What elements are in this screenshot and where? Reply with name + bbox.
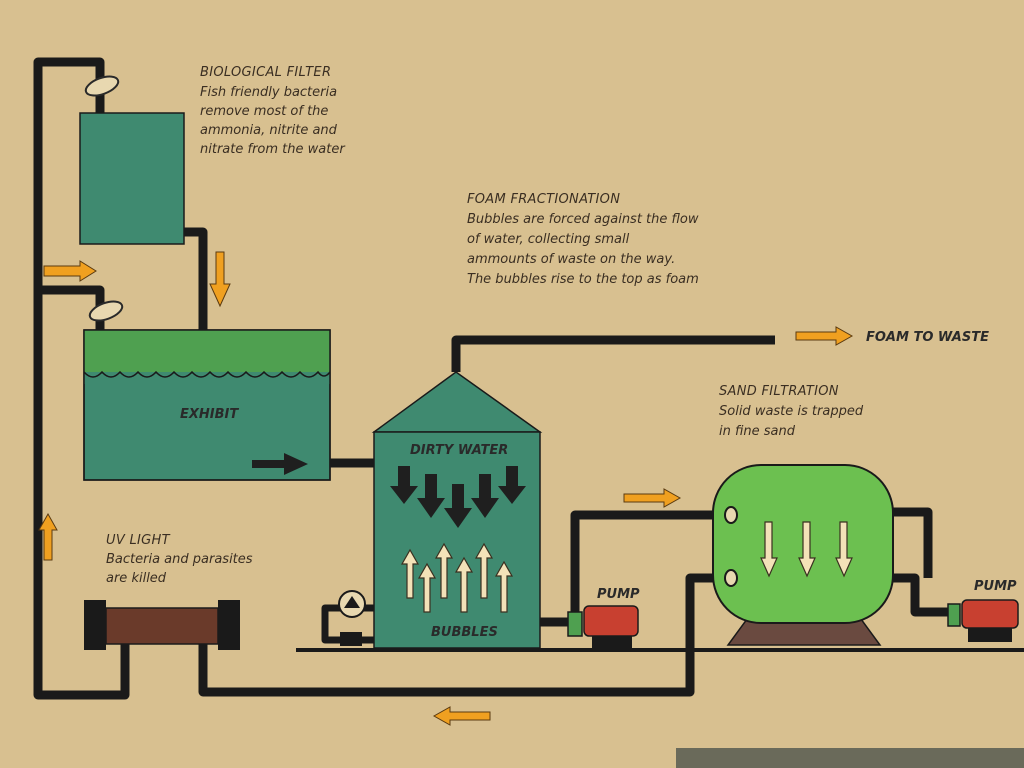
exhibit-outline [83, 329, 331, 481]
bio-filter-line: nitrate from the water [200, 142, 346, 157]
pipe-biofilter-to-exhibit [176, 227, 208, 350]
sand-filter-arrows [760, 521, 853, 578]
uv-line: Bacteria and parasites [106, 552, 253, 567]
foam-line: ammounts of waste on the way. [467, 252, 675, 267]
up-arrow-light [417, 562, 437, 613]
up-arrow-light [474, 542, 494, 599]
flow-arrow-dark [252, 453, 308, 475]
pipe-pump-to-sand [570, 510, 725, 622]
exhibit-water-top [84, 330, 330, 372]
sand-line: in fine sand [719, 424, 796, 439]
pump-icon [947, 599, 1019, 642]
water-surface-icon [84, 372, 330, 384]
flow-arrow-icon [209, 251, 231, 308]
down-arrow-light [798, 521, 816, 578]
foam-title: FOAM FRACTIONATION [467, 192, 620, 207]
valve-icon [84, 75, 120, 97]
down-arrow-dark [390, 466, 418, 504]
sand-filter-inlet [724, 506, 738, 524]
bio-filter-line: Fish friendly bacteria [200, 85, 337, 100]
dirty-water-label: DIRTY WATER [410, 443, 508, 458]
valve-icon [88, 300, 124, 322]
down-arrow-dark [498, 466, 526, 504]
up-arrow-light [400, 548, 420, 599]
pump-label-right: PUMP [974, 579, 1017, 594]
exhibit-wave-line [83, 370, 331, 378]
bubbles-label: BUBBLES [431, 625, 498, 640]
flow-arrow-icon [432, 706, 491, 726]
foam-fractionation-tank [373, 431, 541, 649]
bubble-arrows [400, 542, 514, 613]
up-arrow-light [454, 556, 474, 613]
down-arrow-dark [417, 474, 445, 518]
uv-title: UV LIGHT [106, 533, 171, 548]
sand-line: Solid waste is trapped [719, 404, 864, 419]
flow-arrow-icon [43, 260, 97, 282]
up-arrow-light [494, 560, 514, 613]
foam-line: of water, collecting small [467, 232, 630, 247]
down-arrow-dark [471, 474, 499, 518]
down-arrow-dark [444, 484, 472, 528]
exhibit-label: EXHIBIT [180, 407, 239, 422]
biological-filter-tank [79, 112, 185, 245]
pipe-uv-to-biofilter [33, 57, 130, 700]
flow-arrow-icon [623, 488, 682, 508]
flow-arrow-icon [38, 512, 58, 561]
flow-arrow-icon [795, 326, 854, 346]
pipe-sand-to-pump2 [890, 507, 955, 617]
dirty-water-arrows [390, 466, 526, 528]
up-arrow-light [434, 542, 454, 599]
bio-filter-line: ammonia, nitrite and [200, 123, 338, 138]
down-arrow-light [760, 521, 778, 578]
pipe-foam-to-waste [451, 335, 775, 372]
pipe-return-to-uv [198, 573, 728, 697]
sand-title: SAND FILTRATION [719, 384, 839, 399]
pump-label-left: PUMP [597, 587, 640, 602]
foam-to-waste-label: FOAM TO WASTE [866, 330, 989, 345]
bio-filter-line: remove most of the [200, 104, 328, 119]
uv-line: are killed [106, 571, 167, 586]
uv-lamp-icon [84, 600, 240, 650]
sand-filter-outlet [724, 569, 738, 587]
pump-icon [567, 605, 639, 648]
pump-icon [338, 590, 366, 646]
foam-line: The bubbles rise to the top as foam [467, 272, 699, 287]
down-arrow-light [835, 521, 853, 578]
bio-filter-title: BIOLOGICAL FILTER [200, 65, 331, 80]
bottom-corner-strip [676, 748, 1024, 768]
foam-line: Bubbles are forced against the flow [467, 212, 699, 227]
pipe-branch-to-exhibit [38, 285, 105, 345]
